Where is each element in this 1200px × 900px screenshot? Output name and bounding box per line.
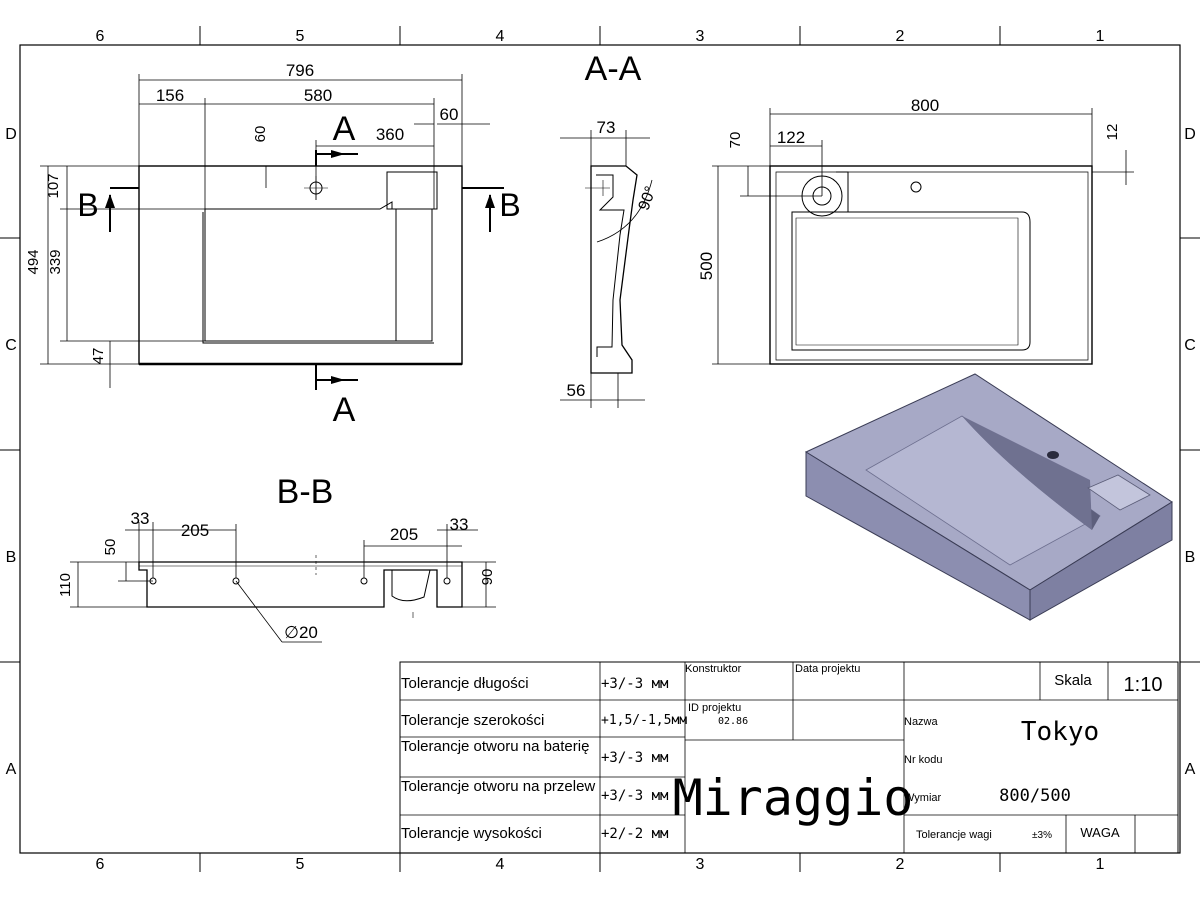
dim-796: 796 [286, 61, 314, 80]
zone-col-top: 4 [496, 28, 505, 45]
dim-107: 107 [45, 173, 62, 198]
dim-50: 50 [102, 539, 119, 556]
dim-156: 156 [156, 86, 184, 105]
front-view [769, 165, 1093, 365]
section-aa-profile [585, 165, 638, 374]
nazwa-label: Nazwa [904, 716, 939, 728]
zone-col-top: 6 [96, 28, 105, 45]
skala-value: 1:10 [1124, 674, 1163, 696]
cut-label-a-top: A [333, 110, 356, 148]
zone-col-top: 3 [696, 28, 705, 45]
title-block-grid [399, 661, 1179, 854]
dim-33-right: 33 [450, 515, 469, 534]
dim-angle-90: 90° [636, 184, 660, 213]
tolerance-width-label: Tolerancje szerokości [401, 712, 544, 729]
nr-kodu-label: Nr kodu [904, 754, 943, 766]
section-aa-title: A-A [585, 50, 642, 88]
dim-339: 339 [47, 249, 64, 274]
tolerance-overflow-value: +3/-3 мм [601, 788, 669, 804]
tolerance-width-value: +1,5/-1,5мм [601, 713, 687, 728]
brand-logo: Miraggio [673, 769, 914, 827]
tolerance-tap-hole-value: +3/-3 мм [601, 750, 669, 766]
cut-label-b-right: B [499, 187, 520, 223]
section-bb-title: B-B [277, 473, 334, 511]
dim-73: 73 [597, 118, 616, 137]
cut-label-b-left: B [77, 187, 98, 223]
dim-60-vertical: 60 [252, 126, 269, 143]
dim-70: 70 [727, 132, 744, 149]
data-projektu-label: Data projektu [795, 663, 860, 675]
dim-360: 360 [376, 125, 404, 144]
zone-col-bottom: 4 [496, 856, 505, 873]
tolerance-tap-hole-label-box: Tolerancje otworu na baterię [401, 738, 590, 755]
zone-col-bottom: 2 [896, 856, 905, 873]
front-view-dimensions [712, 108, 1134, 365]
dim-60-right: 60 [440, 105, 459, 124]
waga-label: WAGA [1080, 825, 1120, 840]
tolerancje-wagi-label: Tolerancje wagi [916, 829, 992, 841]
zone-col-bottom: 6 [96, 856, 105, 873]
zone-row-left: C [5, 337, 17, 354]
zone-row-right: A [1185, 761, 1196, 778]
dim-800: 800 [911, 96, 939, 115]
product-name: Tokyo [1021, 717, 1099, 747]
zone-col-top: 1 [1096, 28, 1105, 45]
dim-205-left: 205 [181, 521, 209, 540]
konstruktor-label: Konstruktor [685, 663, 742, 675]
zone-row-left: A [6, 761, 17, 778]
skala-label: Skala [1054, 672, 1092, 689]
tolerance-overflow-label: Tolerancje otworu na przelew [401, 778, 596, 795]
section-bb-profile [138, 555, 463, 618]
section-aa-dimensions [560, 130, 653, 408]
tolerance-height-value: +2/-2 мм [601, 826, 669, 842]
id-projektu-label: ID projektu [688, 702, 741, 714]
dim-122: 122 [777, 128, 805, 147]
tolerance-height-label: Tolerancje wysokości [401, 825, 542, 842]
isometric-render [804, 373, 1173, 621]
tap-hole-front [910, 181, 922, 193]
top-view-arrows [105, 150, 495, 384]
dim-diameter-20: ∅20 [284, 623, 318, 642]
dim-580: 580 [304, 86, 332, 105]
dim-500: 500 [697, 252, 716, 280]
dim-90: 90 [479, 569, 496, 586]
zone-col-bottom: 5 [296, 856, 305, 873]
dim-47: 47 [90, 348, 107, 365]
tolerance-length-label: Tolerancje długości [401, 675, 529, 692]
zone-col-bottom: 3 [696, 856, 705, 873]
zone-row-right: C [1184, 337, 1196, 354]
dim-110: 110 [57, 573, 74, 597]
zone-col-top: 2 [896, 28, 905, 45]
dim-494: 494 [25, 249, 42, 274]
id-projektu-value: 02.86 [718, 716, 748, 727]
dim-33-left: 33 [131, 509, 150, 528]
section-bb-dimensions [70, 522, 496, 643]
cut-label-a-bottom: A [333, 391, 356, 429]
tolerancje-wagi-value: ±3% [1032, 830, 1052, 841]
zone-ticks [0, 26, 1200, 872]
zone-col-bottom: 1 [1096, 856, 1105, 873]
zone-row-left: D [5, 126, 17, 143]
wymiar-label: Wymiar [904, 792, 942, 804]
dim-56: 56 [567, 381, 586, 400]
dim-12: 12 [1104, 124, 1121, 141]
top-view [138, 165, 463, 366]
zone-row-left: B [6, 549, 17, 566]
tolerance-overflow-label-box: Tolerancje otworu na przelew [401, 778, 596, 795]
wymiar-value: 800/500 [999, 786, 1071, 806]
zone-row-right: D [1184, 126, 1196, 143]
dim-205-right: 205 [390, 525, 418, 544]
zone-col-top: 5 [296, 28, 305, 45]
tolerance-tap-hole-label: Tolerancje otworu na baterię [401, 738, 590, 755]
zone-row-right: B [1185, 549, 1196, 566]
tolerance-length-value: +3/-3 мм [601, 676, 669, 692]
